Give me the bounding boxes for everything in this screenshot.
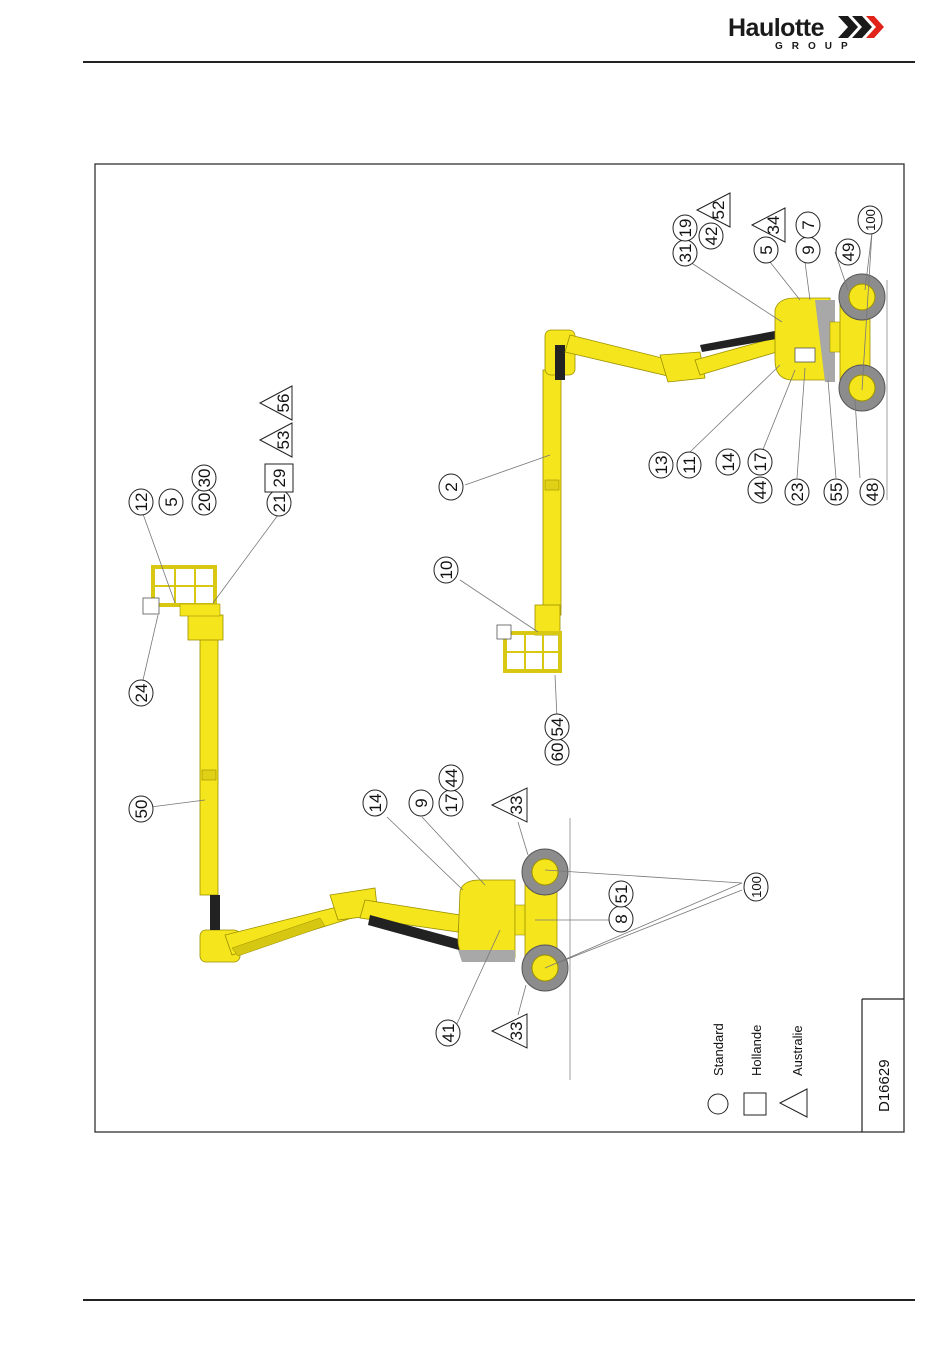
svg-text:13: 13	[652, 456, 671, 475]
svg-text:60: 60	[548, 743, 567, 762]
callout-20: 20	[192, 489, 216, 515]
svg-text:Australie: Australie	[790, 1025, 805, 1076]
svg-text:33: 33	[507, 796, 526, 815]
svg-text:100: 100	[749, 876, 764, 898]
callout-30: 30	[192, 465, 216, 491]
callout-60: 60	[545, 739, 569, 765]
callout-31: 31	[673, 240, 697, 266]
svg-text:11: 11	[680, 456, 699, 474]
callout-21: 21	[267, 490, 291, 516]
callout-2: 2	[439, 474, 463, 500]
callout-33b: 33	[492, 1014, 527, 1048]
svg-text:9: 9	[799, 245, 818, 254]
svg-text:31: 31	[676, 244, 695, 263]
callout-49: 49	[836, 239, 860, 265]
svg-text:52: 52	[709, 201, 728, 220]
callout-8: 8	[609, 906, 633, 932]
svg-text:17: 17	[442, 794, 461, 813]
svg-text:23: 23	[788, 483, 807, 502]
svg-text:14: 14	[719, 453, 738, 472]
svg-text:30: 30	[195, 469, 214, 488]
svg-text:7: 7	[799, 220, 818, 229]
legend-item-standard: Standard	[708, 1023, 728, 1114]
callout-14b: 14	[716, 449, 740, 475]
drawing-ref: D16629	[876, 1059, 893, 1112]
svg-text:44: 44	[751, 481, 770, 500]
callout-5: 5	[159, 489, 183, 515]
callout-13: 13	[649, 452, 673, 478]
svg-text:100: 100	[863, 209, 878, 231]
svg-text:8: 8	[612, 914, 631, 923]
callout-17b: 17	[748, 449, 772, 475]
callout-33a: 33	[492, 788, 527, 822]
legend-item-australie: Australie	[780, 1025, 807, 1117]
svg-text:50: 50	[132, 800, 151, 819]
svg-text:24: 24	[132, 684, 151, 703]
svg-text:12: 12	[132, 493, 151, 512]
svg-text:29: 29	[270, 469, 289, 488]
callout-7: 7	[796, 212, 820, 238]
callout-12: 12	[129, 489, 153, 515]
svg-text:17: 17	[751, 453, 770, 472]
svg-text:34: 34	[764, 216, 783, 235]
callout-17: 17	[439, 790, 463, 816]
svg-text:33: 33	[507, 1022, 526, 1041]
svg-text:9: 9	[412, 798, 431, 807]
callout-41: 41	[436, 1020, 460, 1046]
callout-44: 44	[439, 765, 463, 791]
callout-44b: 44	[748, 477, 772, 503]
callout-9b: 9	[796, 237, 820, 263]
svg-text:5: 5	[162, 497, 181, 506]
callout-19: 19	[673, 215, 697, 241]
callout-55: 55	[824, 479, 848, 505]
callout-5b: 5	[754, 237, 778, 263]
svg-text:48: 48	[863, 483, 882, 502]
callouts-hollande: 29	[265, 464, 293, 492]
svg-text:55: 55	[827, 483, 846, 502]
callout-53: 53	[260, 423, 293, 457]
callout-50: 50	[129, 796, 153, 822]
svg-text:54: 54	[548, 718, 567, 737]
callout-52: 52	[697, 193, 730, 227]
svg-text:51: 51	[612, 885, 631, 904]
svg-text:41: 41	[439, 1024, 458, 1043]
callout-51: 51	[609, 881, 633, 907]
legend-item-hollande: Hollande	[744, 1025, 766, 1115]
svg-text:20: 20	[195, 493, 214, 512]
svg-text:49: 49	[839, 243, 858, 262]
callout-29: 29	[265, 464, 293, 492]
legend: Standard Hollande Australie	[708, 1023, 807, 1117]
svg-text:Hollande: Hollande	[749, 1025, 764, 1076]
callout-42: 42	[699, 223, 723, 249]
callout-54: 54	[545, 714, 569, 740]
svg-text:5: 5	[757, 245, 776, 254]
svg-text:42: 42	[702, 227, 721, 246]
svg-text:2: 2	[442, 482, 461, 491]
svg-text:10: 10	[437, 561, 456, 580]
callout-24: 24	[129, 680, 153, 706]
callout-9: 9	[409, 790, 433, 816]
callout-56: 56	[260, 386, 293, 420]
callout-100b: 100	[858, 206, 882, 234]
callout-11: 11	[677, 452, 701, 478]
svg-text:56: 56	[274, 394, 293, 413]
callout-14: 14	[363, 790, 387, 816]
callout-10: 10	[434, 557, 458, 583]
svg-text:44: 44	[442, 769, 461, 788]
callout-100: 100	[744, 873, 768, 901]
callout-48: 48	[860, 479, 884, 505]
svg-text:21: 21	[270, 494, 289, 513]
svg-text:53: 53	[274, 431, 293, 450]
svg-text:19: 19	[676, 219, 695, 238]
callout-23: 23	[785, 479, 809, 505]
svg-text:Standard: Standard	[711, 1023, 726, 1076]
svg-text:14: 14	[366, 794, 385, 813]
